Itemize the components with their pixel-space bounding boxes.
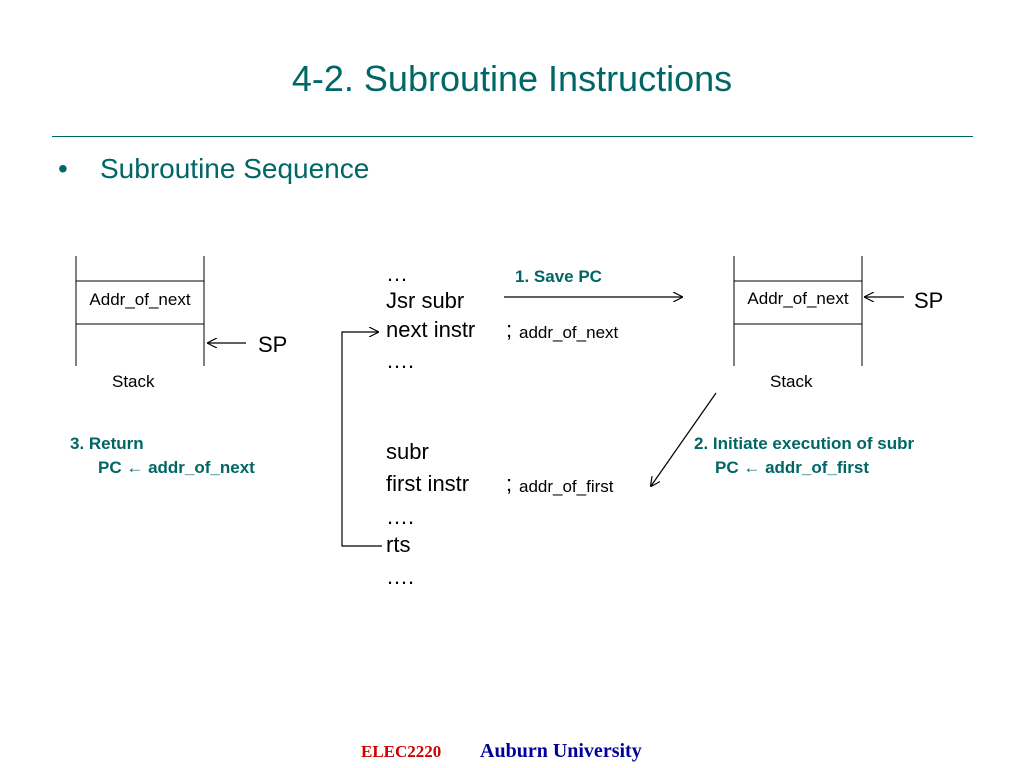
left-stack-frame bbox=[75, 256, 205, 366]
left-stack-label: Stack bbox=[112, 372, 155, 391]
right-stack-label: Stack bbox=[770, 372, 813, 391]
code-comment-semicolon-1: ; bbox=[506, 317, 513, 342]
right-sp-label: SP bbox=[914, 288, 944, 313]
left-sp-label: SP bbox=[258, 332, 288, 357]
bullet-marker: • bbox=[58, 153, 68, 184]
code-comment-addr-next: addr_of_next bbox=[519, 323, 619, 342]
footer-course: ELEC2220 bbox=[361, 742, 442, 761]
code-line-ellipsis-3: …. bbox=[386, 504, 415, 529]
code-comment-addr-first: addr_of_first bbox=[519, 477, 614, 496]
step-return-line1: 3. Return bbox=[70, 434, 144, 453]
right-stack-frame bbox=[733, 256, 863, 366]
addr-first-label: addr_of_first bbox=[760, 458, 869, 477]
step-initiate-line1: 2. Initiate execution of subr bbox=[694, 434, 915, 453]
step-initiate-line2: PC ← addr_of_first bbox=[715, 458, 869, 478]
pc-label-return: PC bbox=[98, 458, 127, 477]
code-comment-semicolon-2: ; bbox=[506, 471, 513, 496]
left-stack-cell: Addr_of_next bbox=[89, 290, 191, 309]
step-save-pc: 1. Save PC bbox=[515, 267, 602, 286]
left-arrow-icon: ← bbox=[743, 458, 761, 477]
return-bracket-arrow bbox=[341, 332, 382, 547]
left-arrow-icon: ← bbox=[126, 458, 144, 477]
code-line-next-instr: next instr bbox=[386, 317, 476, 342]
code-line-jsr: Jsr subr bbox=[386, 288, 465, 313]
code-line-rts: rts bbox=[386, 532, 411, 557]
right-stack-cell: Addr_of_next bbox=[747, 289, 849, 308]
footer-university: Auburn University bbox=[480, 740, 642, 762]
bullet-text: Subroutine Sequence bbox=[100, 153, 370, 184]
code-line-subr: subr bbox=[386, 439, 429, 464]
title-divider bbox=[52, 136, 973, 137]
step-return-line2: PC ← addr_of_next bbox=[98, 458, 255, 478]
code-line-ellipsis-1: … bbox=[386, 261, 408, 286]
code-line-ellipsis-4: …. bbox=[386, 564, 415, 589]
slide-title: 4-2. Subroutine Instructions bbox=[291, 58, 733, 99]
addr-next-label: addr_of_next bbox=[143, 458, 255, 477]
pc-label-initiate: PC bbox=[715, 458, 744, 477]
initiate-arrow bbox=[651, 392, 717, 486]
code-line-ellipsis-2: …. bbox=[386, 348, 415, 373]
code-line-first-instr: first instr bbox=[386, 471, 470, 496]
